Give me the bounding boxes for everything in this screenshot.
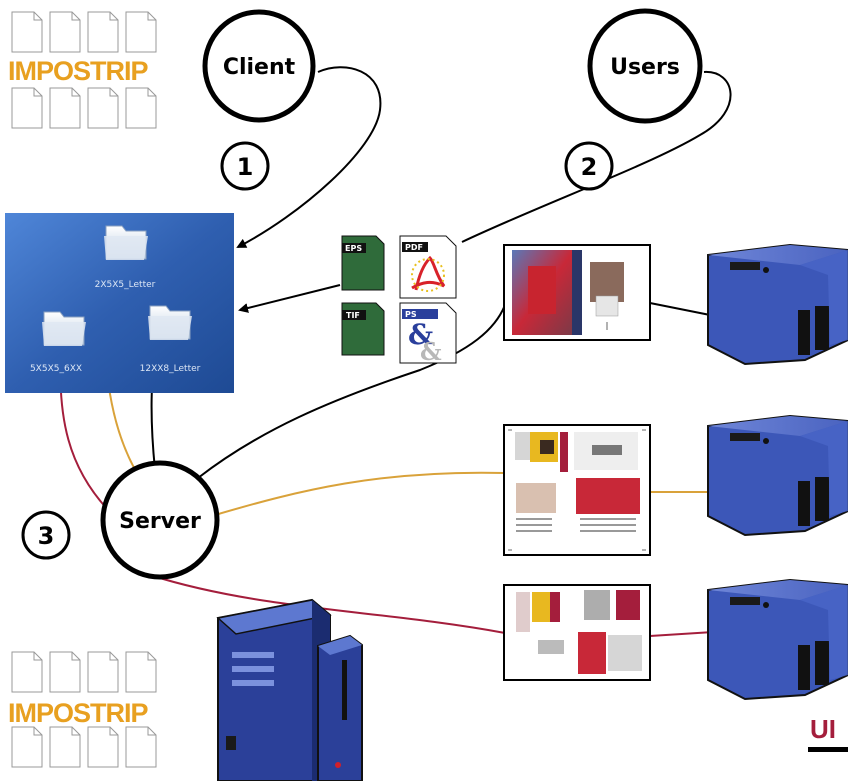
- imposition-sheet-2: [503, 424, 651, 556]
- folder-icon[interactable]: 5X5X5_6XX: [30, 311, 86, 374]
- folder-icon[interactable]: 2X5X5_Letter: [95, 225, 156, 290]
- pdf-file-icon: PDF: [399, 235, 457, 299]
- tif-file-icon: TIF: [341, 302, 385, 356]
- server-tower-icon: [216, 598, 363, 781]
- users-to-files-connector: [461, 70, 732, 243]
- ps-file-icon: PS & &: [399, 302, 457, 366]
- eps-label: EPS: [345, 244, 362, 253]
- step-1-marker: 1: [220, 141, 270, 191]
- server-to-job2-connector: [214, 471, 506, 516]
- server-node: Server: [100, 460, 220, 580]
- folder-label: 12XX8_Letter: [140, 364, 201, 374]
- server-to-job1-connector: [197, 304, 506, 479]
- file-types: EPS PDF TIF PS & &: [341, 235, 457, 366]
- ps-label: PS: [405, 310, 417, 319]
- printer-icon: [707, 414, 848, 537]
- impostrip-logo-top: IMPOSTRIP: [8, 11, 157, 129]
- printer-icon: [707, 243, 848, 366]
- folder-label: 2X5X5_Letter: [95, 280, 156, 290]
- folder-icon[interactable]: 12XX8_Letter: [140, 305, 201, 374]
- impostrip-logo-bottom: IMPOSTRIP: [8, 651, 157, 768]
- step-3-label: 3: [38, 522, 55, 550]
- users-node: Users: [587, 8, 703, 124]
- step-3-marker: 3: [21, 510, 71, 560]
- client-to-desktop-arrow: [236, 66, 382, 248]
- corner-partial-logo: UI: [808, 714, 848, 752]
- corner-text: UI: [810, 714, 836, 744]
- client-label: Client: [223, 55, 296, 80]
- users-label: Users: [610, 55, 680, 80]
- logo-text: IMPOSTRIP: [8, 698, 149, 728]
- step-2-marker: 2: [564, 141, 614, 191]
- svg-text:&: &: [408, 318, 433, 351]
- client-node: Client: [202, 9, 316, 123]
- imposition-sheet-1: [503, 244, 651, 341]
- imposition-sheet-3: [503, 584, 651, 681]
- pdf-label: PDF: [405, 243, 423, 252]
- server-label: Server: [119, 509, 201, 534]
- tif-label: TIF: [346, 311, 360, 320]
- desktop-hot-folders: 2X5X5_Letter 5X5X5_6XX 12XX8_Letter: [5, 213, 234, 393]
- logo-text: IMPOSTRIP: [8, 56, 149, 86]
- files-to-desktop-arrow: [238, 284, 341, 313]
- svg-text:&: &: [420, 337, 442, 366]
- printer-icon: [707, 578, 848, 701]
- folder-label: 5X5X5_6XX: [30, 364, 82, 374]
- step-2-label: 2: [581, 153, 598, 181]
- step-1-label: 1: [237, 153, 254, 181]
- eps-file-icon: EPS: [341, 235, 385, 291]
